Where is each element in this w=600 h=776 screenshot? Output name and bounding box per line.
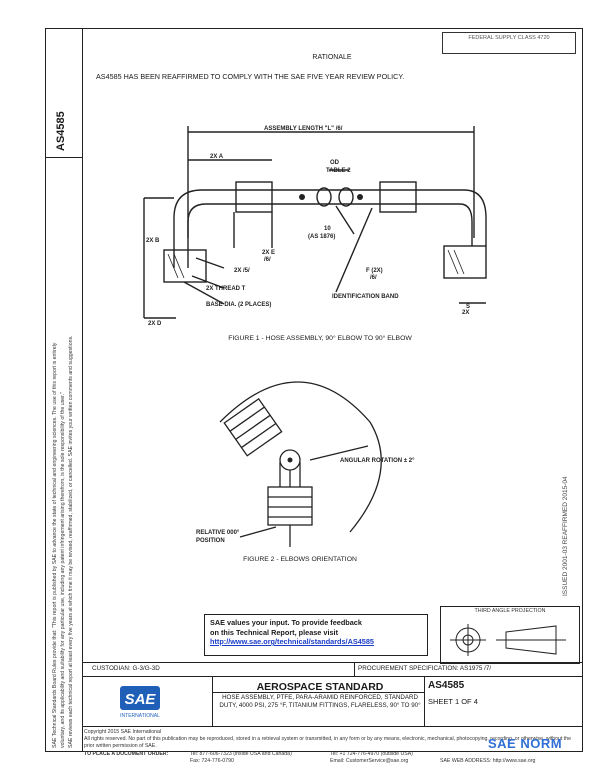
fig2-position: POSITION xyxy=(196,538,225,544)
figure2-drawing: ANGULAR ROTATION ± 2° RELATIVE 000° POSI… xyxy=(196,381,415,547)
fig1-table2: TABLE 2 xyxy=(326,168,351,174)
fig2-angular: ANGULAR ROTATION ± 2° xyxy=(340,458,415,464)
fig1-2xs: 2X xyxy=(462,310,469,316)
sae-web-address[interactable]: SAE WEB ADDRESS: http://www.sae.org xyxy=(440,758,536,764)
copyright: Copyright 2015 SAE International xyxy=(84,729,161,735)
rule-docno-split xyxy=(424,676,425,726)
rule-custodian-top xyxy=(83,662,583,663)
rule-custodian-split xyxy=(354,662,355,676)
fig1-od: OD xyxy=(330,160,340,166)
legal-notice: SAE Technical Standards Board Rules prov… xyxy=(0,0,74,776)
document-description: HOSE ASSEMBLY, PTFE, PARA-ARAMID REINFOR… xyxy=(219,694,421,709)
rule-logo-split xyxy=(212,676,213,726)
feedback-link[interactable]: http://www.sae.org/technical/standards/A… xyxy=(210,637,374,646)
feedback-line2: on this Technical Report, please visit xyxy=(210,627,338,637)
page-frame xyxy=(45,28,583,752)
doc-number-box xyxy=(45,28,83,158)
sheet-number: SHEET 1 OF 4 xyxy=(428,697,478,706)
feedback-box: SAE values your input. To provide feedba… xyxy=(204,614,428,656)
left-margin-strip xyxy=(45,28,83,752)
sae-norm-watermark: SAE NORM xyxy=(488,736,563,751)
order-tel: Tel: 877-606-7323 (inside USA and Canada… xyxy=(190,751,292,757)
order-tel2: Tel: +1 724-776-4970 (outside USA) xyxy=(330,751,413,757)
rationale-text: AS4585 HAS BEEN REAFFIRMED TO COMPLY WIT… xyxy=(96,72,405,81)
fig1-2xe: 2X E xyxy=(262,250,275,256)
projection-box xyxy=(440,606,580,664)
doc-number-vertical: AS4585 xyxy=(55,111,67,151)
fig2-relative: RELATIVE 000° xyxy=(196,530,240,536)
custodian: CUSTODIAN: G-3/G-3D xyxy=(92,665,160,672)
fig1-id-band: IDENTIFICATION BAND xyxy=(332,294,399,300)
legal-line-1: SAE Technical Standards Board Rules prov… xyxy=(52,342,58,748)
fig1-assembly-length: ASSEMBLY LENGTH "L" /6/ xyxy=(264,126,343,132)
legal-line-2: voluntary, and its applicability and sui… xyxy=(60,392,66,748)
rule-custodian-bottom xyxy=(83,676,583,677)
fig1-ten: 10 xyxy=(324,226,331,232)
issued-date-vertical: ISSUED 2001-03 REAFFIRMED 2015-04 xyxy=(562,476,569,596)
supply-class-box: FEDERAL SUPPLY CLASS 4720 xyxy=(442,32,576,54)
aerospace-standard-title: AEROSPACE STANDARD xyxy=(256,681,384,693)
order-label: TO PLACE A DOCUMENT ORDER: xyxy=(84,751,169,757)
sae-logo-text: SAE xyxy=(125,691,157,708)
document-number: AS4585 xyxy=(428,680,465,691)
fig1-f2x: F (2X) xyxy=(366,268,383,274)
procurement-spec: PROCUREMENT SPECIFICATION: AS1975 /7/ xyxy=(358,665,492,672)
order-fax: Fax: 724-776-0790 xyxy=(190,758,234,764)
fig1-2xa: 2X A xyxy=(210,154,224,160)
fig1-2xd: 2X D xyxy=(148,321,162,327)
figure2-caption: FIGURE 2 - ELBOWS ORIENTATION xyxy=(243,556,357,563)
fig1-2xb: 2X B xyxy=(146,238,160,244)
fig1-2xe-ref: /6/ xyxy=(264,257,271,263)
fig1-f-ref: /6/ xyxy=(370,275,377,281)
figure1-caption: FIGURE 1 - HOSE ASSEMBLY, 90° ELBOW TO 9… xyxy=(228,335,412,342)
fig1-thread: 2X THREAD T xyxy=(206,286,246,292)
rationale-heading: RATIONALE xyxy=(312,54,352,61)
order-email: Email: CustomerService@sae.org xyxy=(330,758,409,764)
sae-logo: SAE INTERNATIONAL xyxy=(118,684,162,720)
fig1-s-ref: S xyxy=(466,304,470,310)
fig1-base-dia: BASE DIA. (2 PLACES) xyxy=(206,302,271,308)
fig1-as1876: (AS 1876) xyxy=(308,234,335,240)
fig1-2x5: 2X /5/ xyxy=(234,268,250,274)
sae-logo-sub: INTERNATIONAL xyxy=(120,713,160,719)
legal-line-3: SAE reviews each technical report at lea… xyxy=(68,335,74,749)
rule-titleblock-bottom xyxy=(83,726,583,727)
rule-title-under xyxy=(212,692,424,693)
figure1-drawing: ASSEMBLY LENGTH "L" /6/ OD TABLE 2 2X A … xyxy=(143,126,487,327)
feedback-line1: SAE values your input. To provide feedba… xyxy=(210,618,362,627)
projection-symbol xyxy=(450,624,566,656)
projection-title: THIRD ANGLE PROJECTION xyxy=(474,608,546,614)
rights-notice: All rights reserved. No part of this pub… xyxy=(84,736,571,749)
